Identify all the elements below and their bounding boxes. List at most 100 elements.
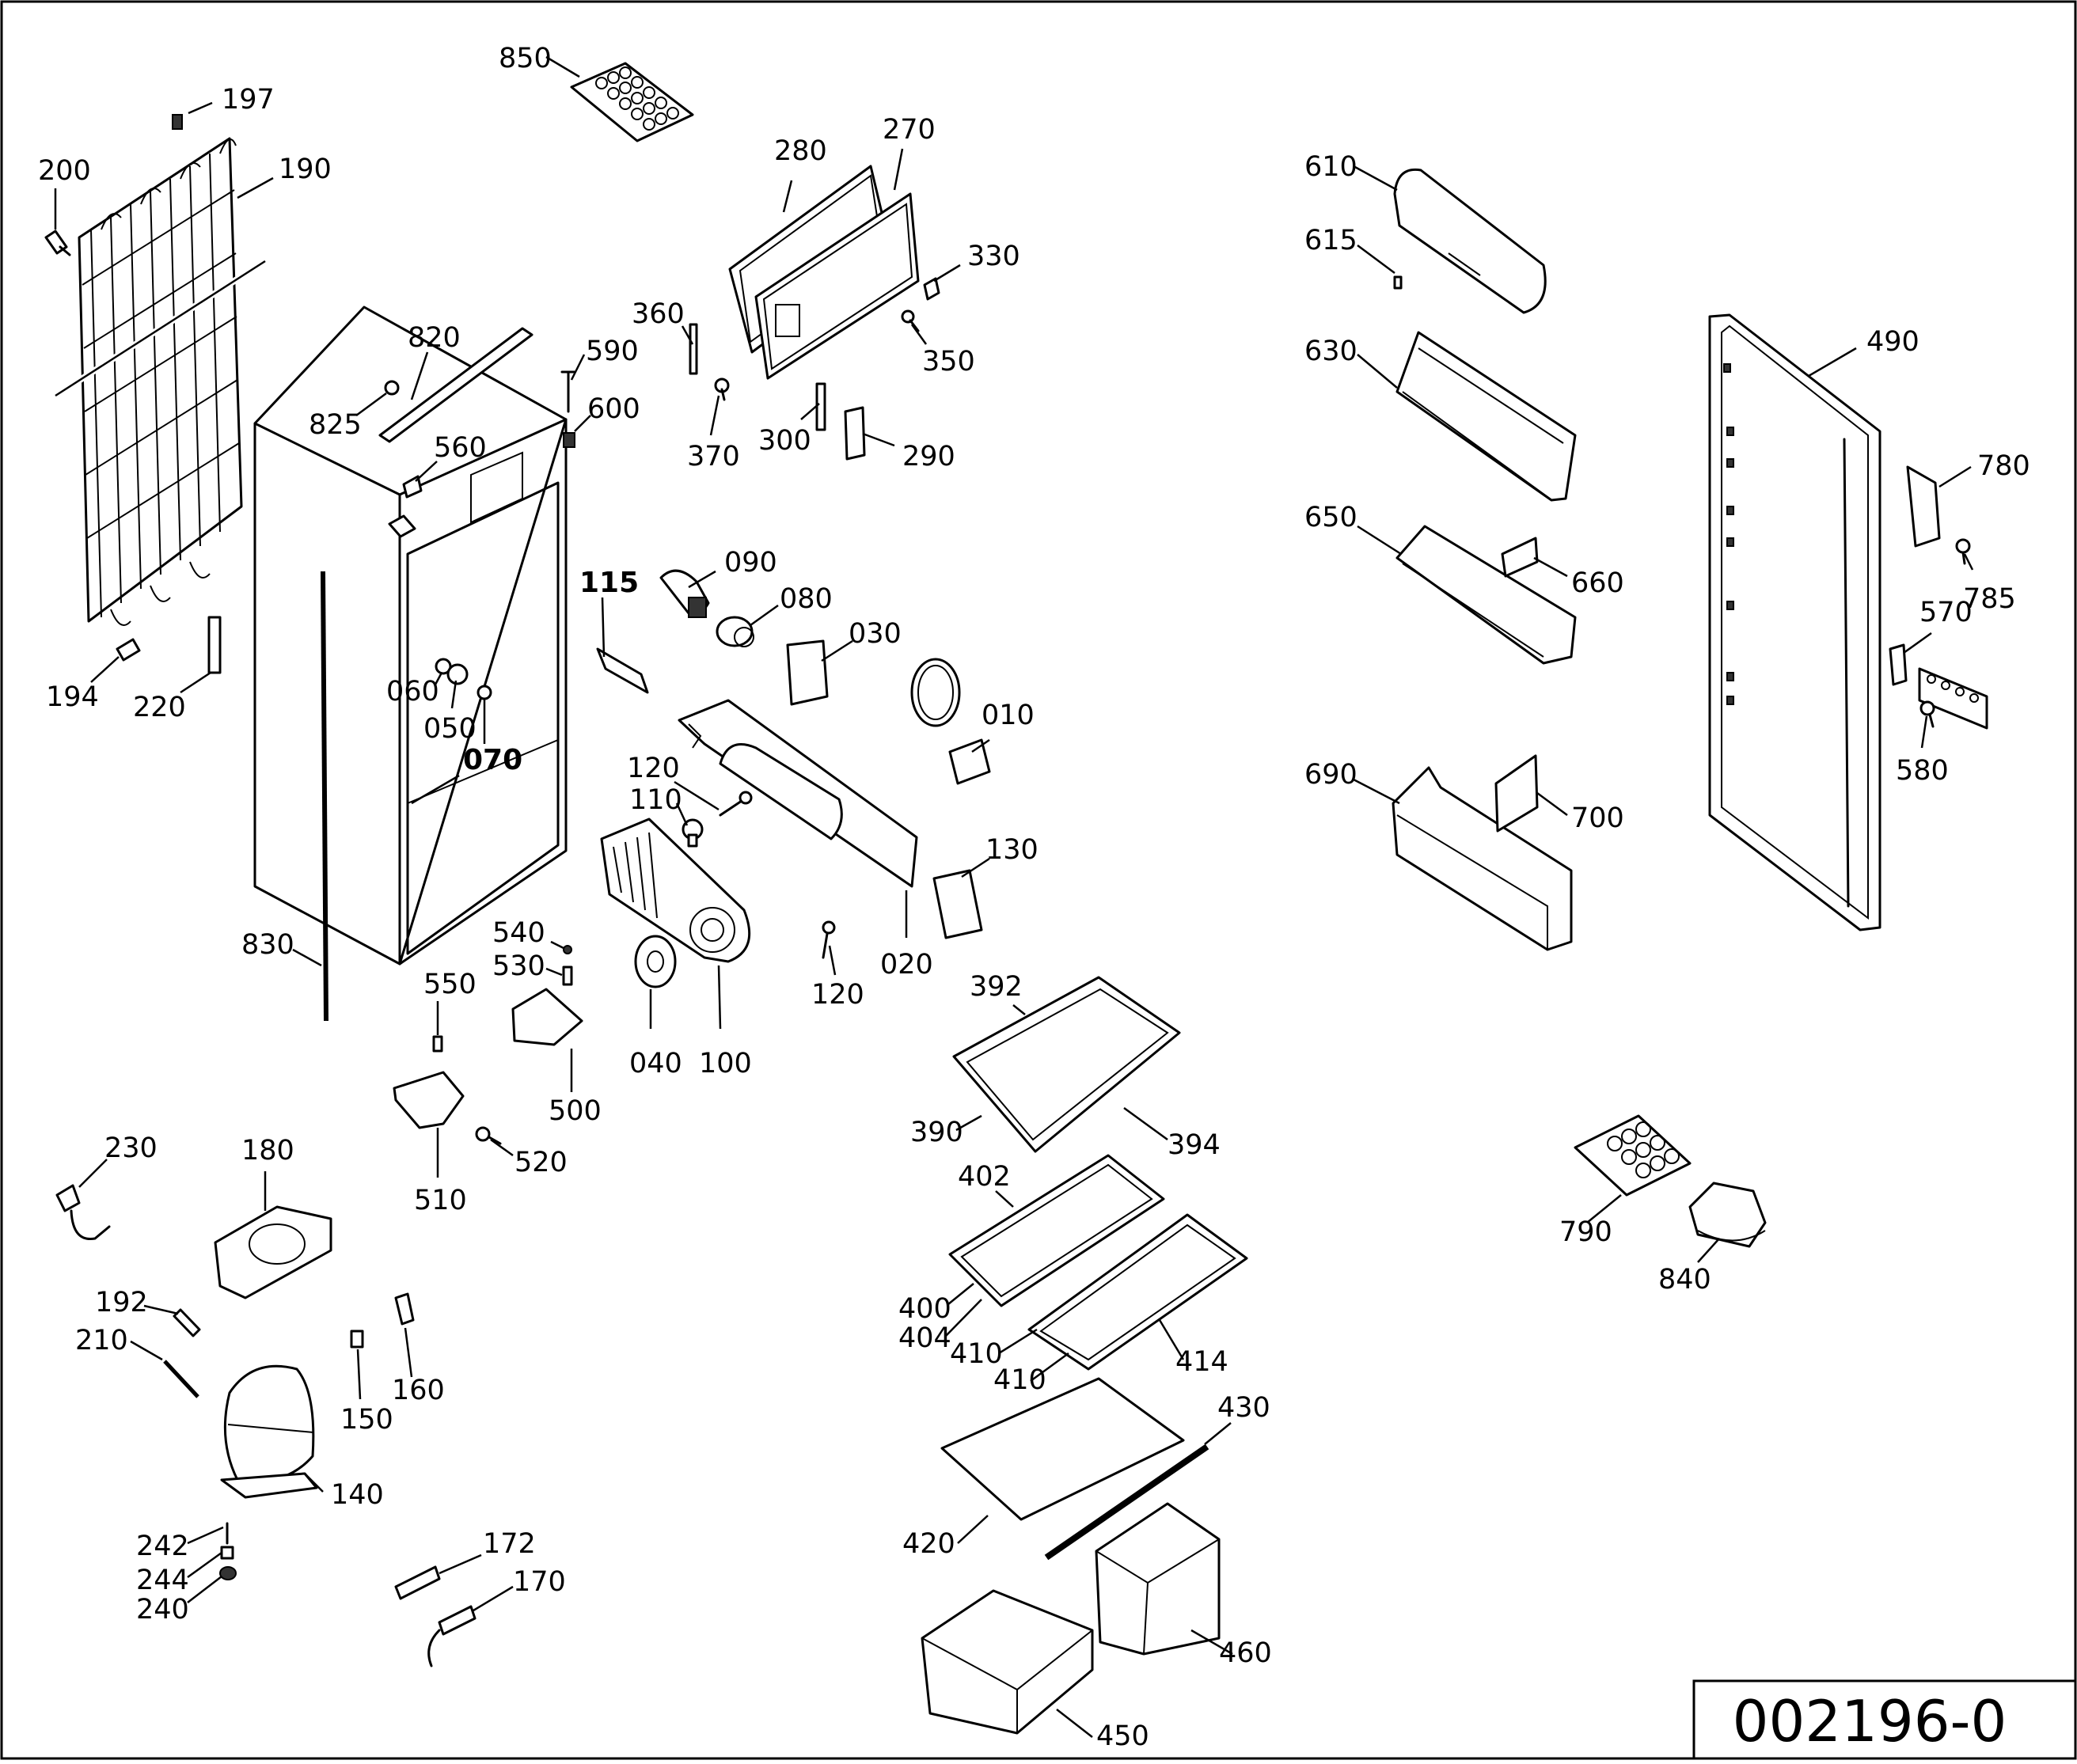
label-140: 140 xyxy=(331,1479,384,1511)
gasket-030-shape xyxy=(786,639,829,706)
screw-200-shape xyxy=(44,230,71,256)
label-780: 780 xyxy=(1977,450,2030,482)
butter-dish-840-shape xyxy=(1688,1182,1767,1248)
part-570-shape xyxy=(1889,643,1908,686)
shelf-400-shape xyxy=(948,1154,1165,1307)
label-244: 244 xyxy=(136,1565,189,1596)
part-600-shape xyxy=(563,432,575,448)
label-190: 190 xyxy=(279,154,332,185)
label-120-a: 120 xyxy=(627,753,680,784)
label-840: 840 xyxy=(1658,1264,1711,1295)
parts-540-530-shapes xyxy=(562,945,573,986)
label-194: 194 xyxy=(46,681,99,713)
label-280: 280 xyxy=(774,135,827,167)
label-500: 500 xyxy=(549,1095,602,1127)
door-shelf-650-shape xyxy=(1395,525,1577,665)
label-130: 130 xyxy=(985,834,1038,866)
label-630: 630 xyxy=(1304,336,1357,367)
label-400: 400 xyxy=(898,1293,951,1325)
door-shelf-630-shape xyxy=(1395,331,1577,502)
trim-830-shape xyxy=(321,571,328,1022)
parts-060-050-070-shapes xyxy=(435,658,492,700)
label-050: 050 xyxy=(423,713,477,745)
label-530: 530 xyxy=(492,950,545,982)
part-825-shape xyxy=(384,380,400,396)
part-360-shape xyxy=(689,323,698,375)
part-615-shape xyxy=(1393,275,1403,290)
label-100: 100 xyxy=(699,1048,752,1079)
cable-230-shape xyxy=(55,1184,111,1241)
part-194-shape xyxy=(116,638,141,662)
reference-code: 002196-0 xyxy=(1733,1688,2007,1755)
label-120-b: 120 xyxy=(811,979,864,1011)
terminal-130-shape xyxy=(932,869,983,939)
label-615: 615 xyxy=(1304,225,1357,256)
label-430: 430 xyxy=(1217,1392,1270,1424)
label-110: 110 xyxy=(629,784,682,816)
cover-100-shape xyxy=(600,818,751,963)
label-490: 490 xyxy=(1866,326,1919,358)
label-410-b: 410 xyxy=(993,1364,1046,1396)
label-115: 115 xyxy=(579,567,639,599)
label-610: 610 xyxy=(1304,151,1357,183)
evaporator-door-panel-part xyxy=(754,192,920,380)
parts-242-244-240-shapes xyxy=(219,1522,237,1580)
strip-430-shape xyxy=(1044,1443,1209,1561)
label-040: 040 xyxy=(629,1048,682,1079)
hinge-plate-570-shape xyxy=(1918,667,1988,730)
label-450: 450 xyxy=(1096,1720,1149,1752)
label-394: 394 xyxy=(1168,1129,1221,1161)
part-197-shape xyxy=(172,114,183,130)
part-172-shape xyxy=(394,1565,441,1600)
label-825: 825 xyxy=(309,409,362,441)
condenser-part xyxy=(53,137,268,626)
label-242: 242 xyxy=(136,1531,189,1562)
label-030: 030 xyxy=(849,618,902,650)
label-700: 700 xyxy=(1571,802,1624,834)
label-370: 370 xyxy=(687,441,740,472)
shelf-390-shape xyxy=(952,976,1181,1153)
part-550-shape xyxy=(432,1035,443,1053)
label-420: 420 xyxy=(902,1528,955,1560)
label-210: 210 xyxy=(75,1325,128,1356)
screw-350-shape xyxy=(901,309,920,332)
label-690: 690 xyxy=(1304,759,1357,791)
label-192: 192 xyxy=(95,1287,148,1318)
label-200: 200 xyxy=(38,155,91,187)
cover-610-shape xyxy=(1393,168,1547,314)
part-780-shape xyxy=(1906,465,1941,548)
label-197: 197 xyxy=(222,84,275,116)
leader-lines xyxy=(54,55,1974,1738)
label-330: 330 xyxy=(967,241,1020,272)
label-390: 390 xyxy=(910,1117,963,1148)
hinge-510-shape xyxy=(393,1071,465,1129)
part-160-shape xyxy=(394,1292,415,1326)
label-830: 830 xyxy=(241,929,294,961)
egg-tray-790-shape xyxy=(1574,1114,1692,1197)
reference-box: 002196-0 xyxy=(1692,1679,2077,1760)
label-010: 010 xyxy=(982,700,1035,731)
label-660: 660 xyxy=(1571,567,1624,599)
label-170: 170 xyxy=(513,1566,566,1598)
label-020: 020 xyxy=(880,949,933,981)
part-290-shape xyxy=(844,406,866,461)
glass-420-shape xyxy=(940,1377,1185,1521)
ice-tray-part xyxy=(570,62,694,142)
label-460: 460 xyxy=(1219,1637,1272,1669)
part-170-shape xyxy=(427,1605,477,1667)
label-240: 240 xyxy=(136,1594,189,1626)
label-600: 600 xyxy=(587,393,640,425)
bracket-180-shape xyxy=(214,1205,332,1299)
label-850: 850 xyxy=(499,43,552,74)
label-300: 300 xyxy=(758,425,811,457)
crisper-450-shape xyxy=(921,1589,1094,1735)
part-number-labels: 850 197 200 190 280 270 330 350 360 370 … xyxy=(38,43,2030,1752)
label-290: 290 xyxy=(902,441,955,472)
compressor-140-shape xyxy=(220,1364,318,1499)
screw-590-shape xyxy=(560,370,576,413)
part-115-shape xyxy=(596,647,649,694)
label-510: 510 xyxy=(414,1185,467,1216)
